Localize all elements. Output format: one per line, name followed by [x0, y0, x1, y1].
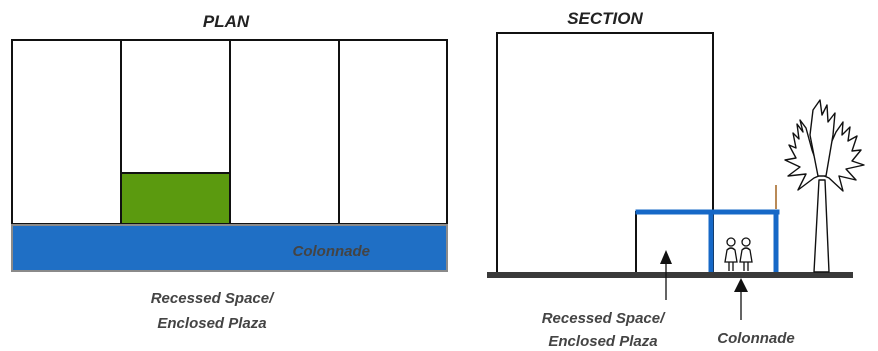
palm-tree-icon: [784, 99, 865, 273]
plan-recessed-plaza: [120, 172, 231, 225]
plan-buildings: [11, 39, 448, 225]
section-colonnade-frame: [635, 209, 780, 275]
plan-panel: PLAN Colonnade Recessed Space/ Enclosed …: [11, 12, 448, 332]
section-recessed-space: [635, 211, 714, 274]
plan-title: PLAN: [203, 12, 250, 31]
plan-building-2: [120, 39, 231, 174]
plan-building-4: [338, 39, 448, 225]
section-title: SECTION: [567, 9, 643, 28]
section-ground: [487, 272, 853, 278]
plan-colonnade: [11, 224, 448, 272]
section-panel: SECTION: [487, 9, 865, 350]
section-arrows: [660, 250, 748, 320]
plan-colonnade-label: Colonnade: [293, 243, 371, 260]
plan-caption-line2: Enclosed Plaza: [157, 315, 266, 332]
plan-building-3: [229, 39, 340, 225]
recessed-arrow-head: [660, 250, 672, 264]
section-recessed-label-line1: Recessed Space/: [542, 310, 666, 327]
section-recessed-label-line2: Enclosed Plaza: [548, 333, 657, 350]
people-icon: [724, 237, 753, 271]
plan-building-1: [11, 39, 122, 225]
section-colonnade-label: Colonnade: [717, 330, 795, 347]
plan-caption-line1: Recessed Space/: [151, 290, 275, 307]
colonnade-arrow-head: [734, 278, 748, 292]
